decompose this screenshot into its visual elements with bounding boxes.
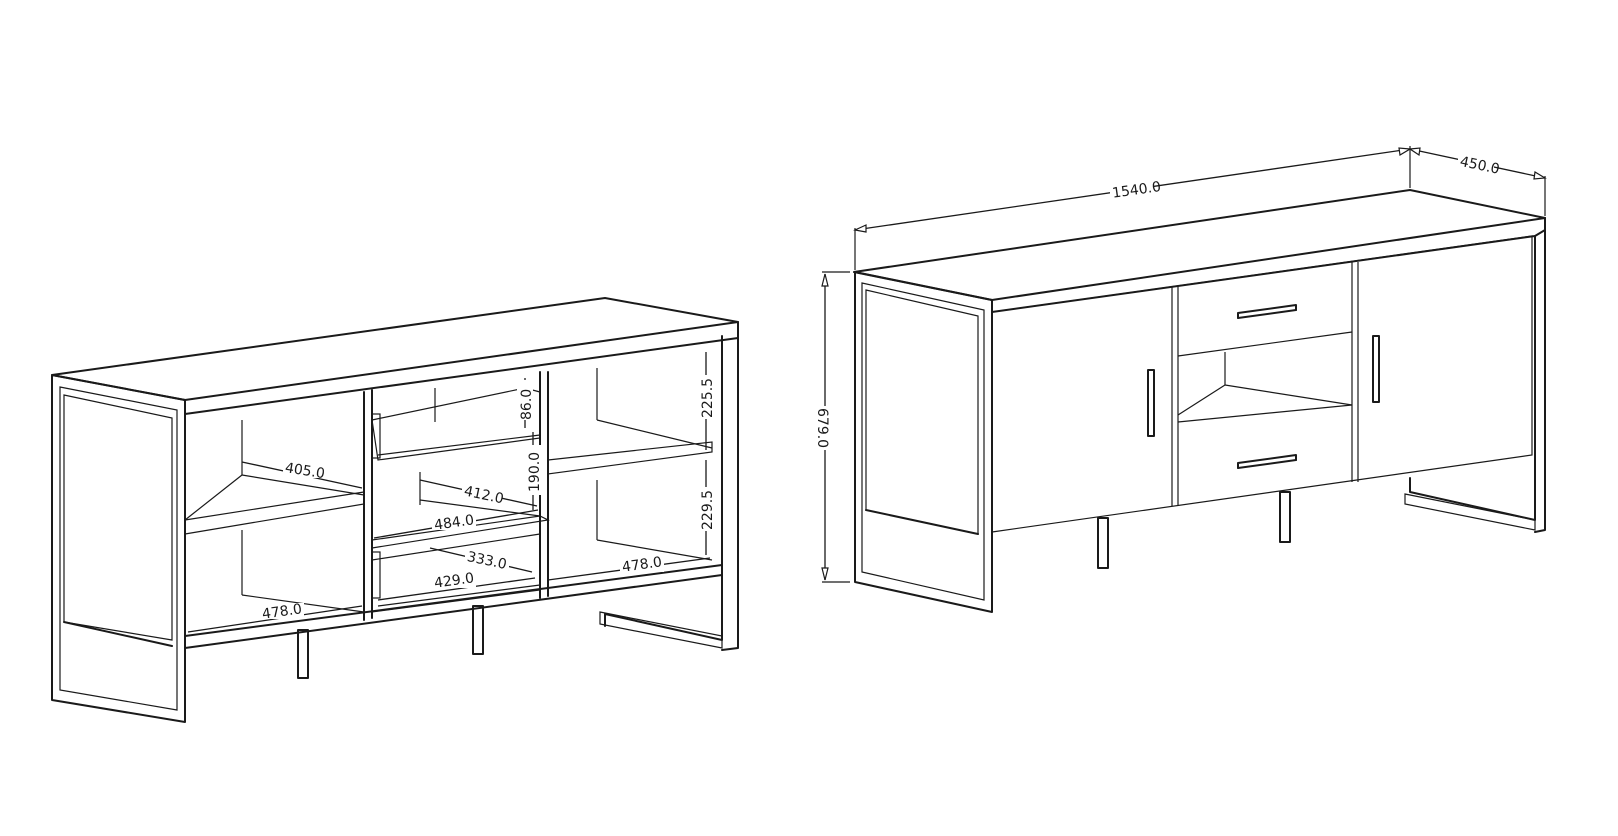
dim-label-height: 679.0	[814, 408, 830, 448]
right-side-frame	[854, 271, 993, 613]
dim-label: 405.0	[284, 460, 326, 482]
drawer-handle-bottom	[1237, 454, 1297, 469]
front-face	[991, 235, 1533, 533]
leg	[472, 605, 484, 655]
leg	[1097, 517, 1109, 569]
dim-label-width: 1540.0	[1111, 179, 1162, 202]
left-side-frame	[51, 374, 186, 723]
dim-label: 86.0	[519, 389, 535, 420]
dim-label: 484.0	[433, 512, 475, 533]
dim-label: 478.0	[261, 601, 303, 622]
drawer-handle-top	[1237, 304, 1297, 319]
door-handle-left	[1147, 369, 1155, 437]
leg	[1279, 491, 1291, 543]
door-handle-right	[1372, 335, 1380, 403]
dim-label-depth: 450.0	[1458, 154, 1501, 178]
dim-label: 225.5	[700, 378, 716, 418]
dim-label: 478.0	[621, 554, 663, 575]
dim-label: 190.0	[527, 452, 543, 492]
dim-label: 429.0	[433, 570, 475, 591]
left-sideboard-view: 405.0 412.0 484.0 333.0 429.0 478.0 478.…	[51, 297, 739, 723]
leg	[297, 629, 309, 679]
right-sideboard-view: 1540.0 450.0 679.0	[814, 146, 1547, 613]
dim-label: 229.5	[700, 490, 716, 530]
